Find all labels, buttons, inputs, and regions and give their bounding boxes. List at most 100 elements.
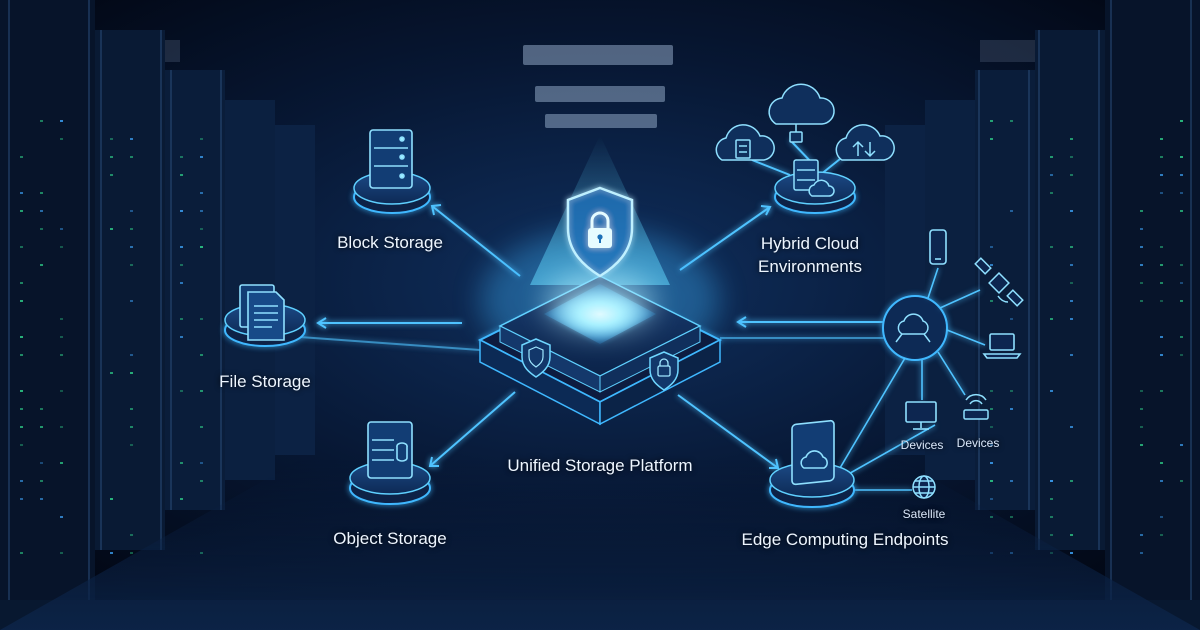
rack-led (1050, 534, 1053, 536)
link-file-return (299, 336, 481, 351)
rack-led (990, 426, 993, 428)
rack-led (200, 156, 203, 158)
rack-led (1140, 210, 1143, 212)
rack-led (990, 138, 993, 140)
rack-led (200, 246, 203, 248)
rack-led (180, 390, 183, 392)
rack-led (990, 246, 993, 248)
rack-led (1180, 120, 1183, 122)
rack-led (1070, 354, 1073, 356)
link-edge-hub-arrow (736, 316, 747, 328)
rack-led (1180, 444, 1183, 446)
server-icon (369, 129, 413, 189)
rack-led (1140, 300, 1143, 302)
rack-led (1070, 264, 1073, 266)
unified-storage-platform-label: Unified Storage Platform (507, 456, 693, 475)
rack-led (40, 480, 43, 482)
rack-led (1070, 210, 1073, 212)
rack-led (990, 480, 993, 482)
rack-led (40, 264, 43, 266)
rack-led (1160, 462, 1163, 464)
object-storage-node (349, 421, 431, 505)
rack-led (1010, 480, 1013, 482)
hybrid-cloud-label-line1: Hybrid Cloud (760, 234, 860, 253)
link-object-storage (429, 391, 516, 467)
rack-led (20, 354, 23, 356)
rack-led (130, 426, 133, 428)
rack-led (1140, 426, 1143, 428)
rack-led (1160, 300, 1163, 302)
rack-led (990, 408, 993, 410)
rack-led (130, 408, 133, 410)
rack-led (1160, 156, 1163, 158)
rack-led (60, 552, 63, 554)
rack-led (20, 498, 23, 500)
rack-led (20, 210, 23, 212)
rack-led (1050, 174, 1053, 176)
rack-led (130, 246, 133, 248)
rack-led (20, 444, 23, 446)
rack-led (200, 210, 203, 212)
rack-led (1180, 174, 1183, 176)
rack-led (1140, 552, 1143, 554)
rack-led (1160, 264, 1163, 266)
rack-led (40, 462, 43, 464)
file-storage-node (224, 284, 306, 347)
rack-led (200, 480, 203, 482)
rack-led (990, 264, 993, 266)
document-icon (239, 284, 285, 341)
rack-led (1160, 390, 1163, 392)
rack-led (1010, 318, 1013, 320)
rack-led (130, 156, 133, 158)
rack-led (1160, 282, 1163, 284)
rack-led (200, 462, 203, 464)
rack-led (1160, 516, 1163, 518)
block-storage-label: Block Storage (337, 233, 443, 252)
edge-device-links (839, 267, 986, 491)
rack-led (1140, 246, 1143, 248)
rack-led (200, 390, 203, 392)
rack-led (180, 498, 183, 500)
rack-led (1010, 120, 1013, 122)
rack-led (60, 462, 63, 464)
lock-badge-icon (649, 351, 679, 391)
rack-led (20, 192, 23, 194)
rack-led (60, 516, 63, 518)
rack-led (60, 246, 63, 248)
link-edge-endpoints (677, 394, 779, 469)
link-object-arrow (428, 456, 439, 467)
rack-led (180, 264, 183, 266)
rack-led (60, 138, 63, 140)
rack-led (1160, 174, 1163, 176)
rack-led (130, 228, 133, 230)
rack-led (1140, 444, 1143, 446)
rack-led (130, 354, 133, 356)
smartphone-icon (929, 229, 947, 265)
shield-badge-icon (521, 338, 551, 378)
rack-led (1070, 426, 1073, 428)
rack-led (180, 318, 183, 320)
rack-led (1180, 282, 1183, 284)
rack-led (1180, 156, 1183, 158)
file-storage-label: File Storage (219, 372, 311, 391)
rack-led (1050, 192, 1053, 194)
rack-led (1010, 408, 1013, 410)
server-cloud-icon (793, 159, 835, 197)
rack-led (20, 282, 23, 284)
monitor-icon (905, 401, 937, 430)
rack-led (180, 246, 183, 248)
rack-led (130, 534, 133, 536)
link-hybrid-arrow (760, 205, 772, 216)
rack-led (40, 498, 43, 500)
edge-endpoints-node (769, 419, 855, 508)
rack-led (60, 318, 63, 320)
rack-led (1050, 318, 1053, 320)
laptop-icon (982, 333, 1022, 359)
rack-led (110, 552, 113, 554)
rack-led (990, 390, 993, 392)
tablet-cloud-icon (791, 419, 835, 486)
rack-led (130, 264, 133, 266)
rack-led (60, 336, 63, 338)
rack-led (1050, 156, 1053, 158)
rack-led (200, 318, 203, 320)
